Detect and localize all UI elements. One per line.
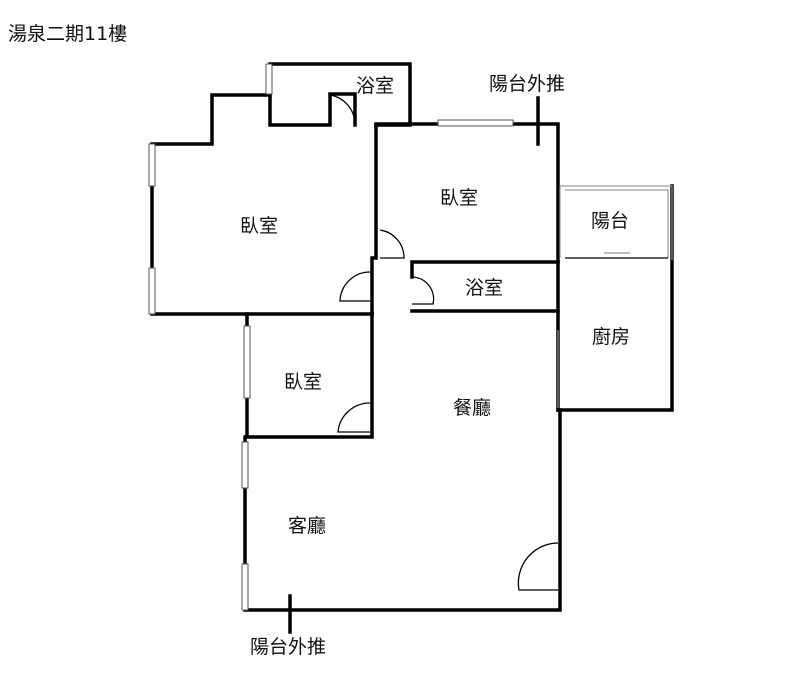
notes: 陽台外推 陽台外推 bbox=[250, 73, 565, 658]
window-small-bed bbox=[243, 325, 251, 399]
label-dining: 餐廳 bbox=[453, 397, 491, 419]
window-living-1 bbox=[241, 441, 249, 489]
label-bedroom-left: 臥室 bbox=[240, 215, 278, 237]
wall-bedroom-left bbox=[150, 93, 374, 316]
window-bed-center bbox=[437, 119, 514, 127]
wall-living bbox=[243, 408, 562, 612]
thin-lines bbox=[288, 96, 673, 634]
window-living-2 bbox=[241, 563, 249, 611]
label-bedroom-center: 臥室 bbox=[440, 187, 478, 209]
wall-bath-middle bbox=[410, 260, 560, 313]
label-bath-middle: 浴室 bbox=[465, 277, 503, 299]
walls bbox=[150, 62, 674, 612]
door-bedroom-small bbox=[337, 402, 371, 433]
room-labels: 浴室 臥室 臥室 陽台 浴室 廚房 臥室 餐廳 客廳 bbox=[240, 75, 630, 537]
note-balcony-push-bottom: 陽台外推 bbox=[250, 636, 326, 658]
door-bedroom-left bbox=[339, 271, 371, 302]
wall-bedroom-center bbox=[370, 122, 560, 412]
door-bath-middle bbox=[411, 276, 435, 305]
windows bbox=[148, 63, 514, 611]
door-entrance bbox=[517, 542, 559, 591]
label-balcony-right: 陽台 bbox=[591, 210, 629, 232]
label-living: 客廳 bbox=[288, 515, 326, 537]
label-bedroom-small: 臥室 bbox=[284, 371, 322, 393]
balcony-frame bbox=[559, 185, 673, 260]
plan-title: 湯泉二期11樓 bbox=[8, 23, 127, 45]
note-balcony-push-top: 陽台外推 bbox=[489, 73, 565, 95]
window-top-bath bbox=[265, 63, 273, 95]
wall-kitchen bbox=[556, 184, 674, 412]
door-bedroom-center bbox=[379, 229, 405, 259]
doors bbox=[329, 94, 559, 591]
balcony-rail bbox=[565, 189, 669, 258]
label-kitchen: 廚房 bbox=[592, 325, 630, 348]
door-bath-top bbox=[329, 94, 356, 125]
window-left-1 bbox=[148, 143, 156, 187]
window-left-2 bbox=[148, 267, 156, 315]
label-bath-top: 浴室 bbox=[356, 75, 394, 97]
